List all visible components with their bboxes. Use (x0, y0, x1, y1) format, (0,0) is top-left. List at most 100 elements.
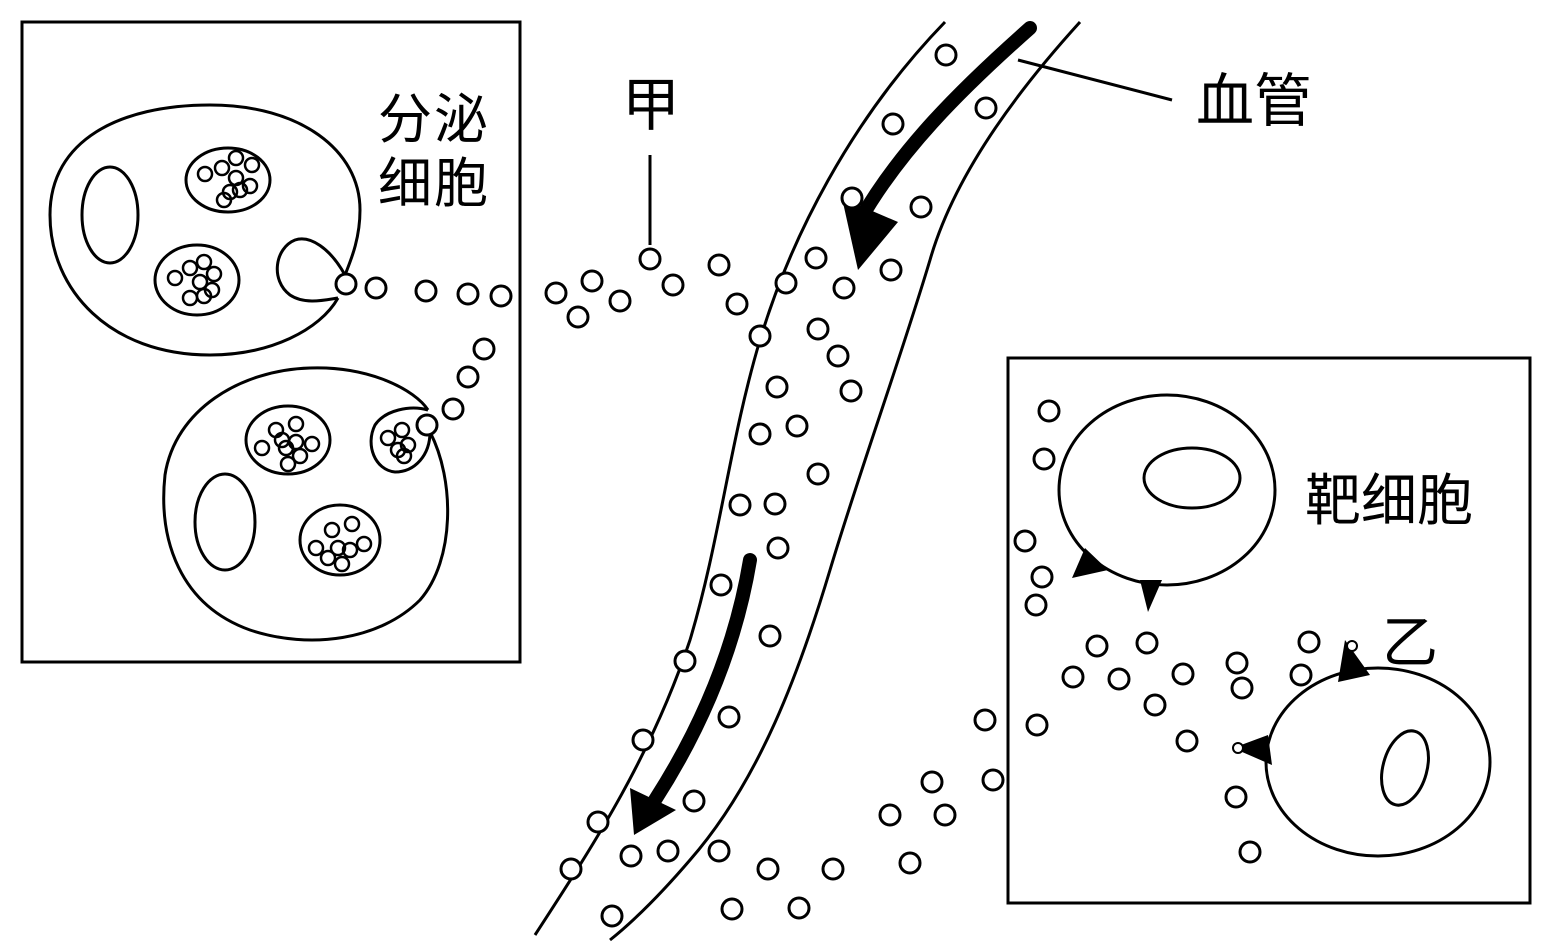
hormone-molecule (656, 839, 680, 863)
hormone-molecule (682, 789, 706, 813)
hormone-molecule (619, 844, 643, 868)
secretory-cell-label: 分泌细胞 (378, 88, 490, 215)
hormone-molecule (804, 246, 828, 270)
hormone-molecule (580, 269, 604, 293)
hormone-molecule (878, 803, 902, 827)
hormone-molecule (414, 279, 438, 303)
hormone-molecule (763, 492, 787, 516)
hormone-molecule (766, 536, 790, 560)
target-cell-upper (1057, 393, 1277, 587)
target-cell-box (1006, 356, 1532, 905)
hormone-molecule (608, 289, 632, 313)
hormone-molecule (840, 186, 864, 210)
hormone-molecule (933, 803, 957, 827)
hormone-molecule (1085, 634, 1109, 658)
vesicle-granules-upper (166, 149, 261, 307)
hormone-molecule (566, 305, 590, 329)
hormone-molecule (1135, 631, 1159, 655)
hormone-molecule (1297, 630, 1321, 654)
hormone-molecule (774, 271, 798, 295)
hormone-molecule (832, 276, 856, 300)
hormone-molecule (707, 839, 731, 863)
secretory-cell-upper (48, 103, 362, 357)
hormone-molecule (1171, 662, 1195, 686)
hormone-molecule (806, 462, 830, 486)
hormone-molecule (898, 851, 922, 875)
hormone-molecule (586, 810, 610, 834)
hormone-molecule (1230, 676, 1254, 700)
hormone-molecule (456, 365, 480, 389)
hormone-molecule (661, 273, 685, 297)
hormone-molecule (787, 896, 811, 920)
flow-arrow-lower (630, 553, 757, 835)
hormone-molecule (826, 344, 850, 368)
target-cell-label: 靶细胞 (1305, 469, 1473, 534)
hormone-molecule (981, 768, 1005, 792)
hormone-molecule (334, 272, 358, 296)
hormone-molecule (709, 573, 733, 597)
hormone-molecule (1238, 840, 1262, 864)
blood-vessel-label: 血管 (1196, 67, 1313, 135)
hormone-molecule (544, 281, 568, 305)
hormone-molecule (1037, 399, 1061, 423)
hormone-molecule (1175, 729, 1199, 753)
receptors (1072, 548, 1370, 765)
hormone-molecule (785, 414, 809, 438)
hormone-molecule (725, 292, 749, 316)
hormone-molecule (1225, 651, 1249, 675)
hormone-molecule (974, 96, 998, 120)
hormone-molecule (806, 317, 830, 341)
hormone-molecule (600, 904, 624, 928)
hormone-molecule (364, 276, 388, 300)
hormone-molecule (1289, 663, 1313, 687)
hormone-molecule (920, 770, 944, 794)
hormone-molecule (1024, 593, 1048, 617)
hormone-molecule (758, 624, 782, 648)
hormone-molecule (472, 337, 496, 361)
hormone-molecule (756, 857, 780, 881)
hormone-molecule (1025, 713, 1049, 737)
hormone-molecule (839, 379, 863, 403)
hormone-molecule (821, 857, 845, 881)
secretory-cell-lower (162, 366, 450, 642)
blood-vessel-leader (1017, 58, 1173, 102)
hormone-molecule (638, 247, 662, 271)
hormone-molecule (1030, 565, 1054, 589)
hormone-molecule (415, 413, 439, 437)
hormone-molecule (673, 649, 697, 673)
hormone-molecule (973, 708, 997, 732)
substance-a-label: 甲 (622, 71, 681, 139)
receptor-b-label: 乙 (1382, 611, 1438, 676)
hormone-molecule (720, 897, 744, 921)
hormone-molecule (707, 253, 731, 277)
flow-arrow-upper (842, 21, 1037, 270)
hormone-molecule (748, 422, 772, 446)
hormone-molecule (728, 493, 752, 517)
hormone-molecule (881, 112, 905, 136)
hormone-molecule (1143, 693, 1167, 717)
hormone-molecule (1224, 785, 1248, 809)
hormone-molecule (717, 705, 741, 729)
hormone-molecule (765, 375, 789, 399)
hormone-molecule (1061, 665, 1085, 689)
hormone-molecule (1032, 447, 1056, 471)
hormone-molecule (489, 284, 513, 308)
blood-vessel (533, 20, 1082, 942)
hormone-molecule (559, 857, 583, 881)
hormone-molecule (934, 43, 958, 67)
hormone-molecule (631, 728, 655, 752)
hormone-molecule (909, 195, 933, 219)
hormone-molecule (456, 282, 480, 306)
secretory-cell-box (20, 20, 522, 664)
hormone-molecule (1107, 667, 1131, 691)
hormone-molecule (441, 397, 465, 421)
hormone-molecule (879, 258, 903, 282)
hormone-molecule (748, 324, 772, 348)
target-cell-lower (1264, 666, 1492, 858)
hormone-molecules (334, 43, 1321, 928)
receptor-ligand-dots (1232, 640, 1358, 754)
vesicle-granules-lower (253, 415, 417, 573)
hormone-molecule (1013, 529, 1037, 553)
